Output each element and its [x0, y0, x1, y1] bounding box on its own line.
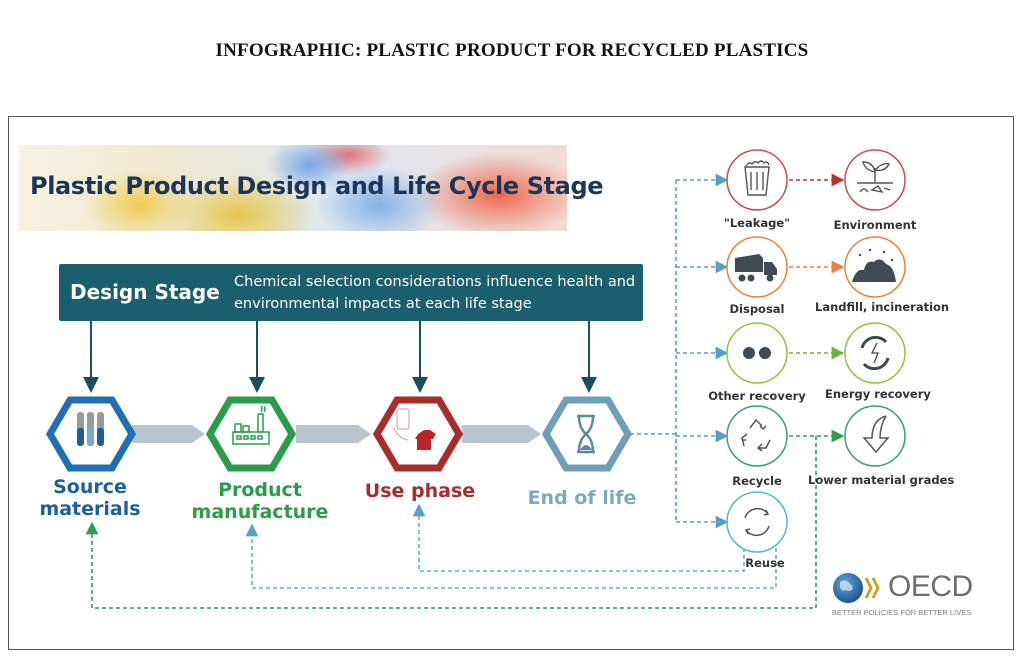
banner-image	[19, 145, 567, 231]
dump-truck-icon	[735, 254, 777, 282]
design-stage-box: Design Stage Chemical selection consider…	[59, 264, 643, 321]
stage-label-text: Source materials	[39, 476, 141, 520]
outcome-label: Recycle	[732, 474, 782, 488]
recycle-icon	[741, 418, 771, 452]
reuse-cycle-icon	[744, 507, 770, 537]
design-stage-arrows	[83, 321, 597, 393]
outcome-label: Environment	[833, 218, 917, 232]
recycle-feedback-arrow	[85, 436, 817, 609]
connector-arrow	[296, 425, 371, 443]
outcome-recycle	[726, 405, 788, 467]
oecd-tagline: BETTER POLICIES FOR BETTER LIVES	[832, 608, 972, 617]
outcome-label: Reuse	[745, 556, 785, 570]
stage-source-materials	[45, 396, 137, 472]
stage-label-text: Use phase	[364, 480, 476, 502]
design-stage-title: Design Stage	[70, 280, 220, 304]
dots-icon	[743, 347, 771, 359]
outcome-label: Energy recovery	[825, 387, 931, 401]
stage-label-text: End of life	[527, 487, 637, 509]
outcome-lower-material-grades	[844, 405, 906, 467]
test-tubes-icon	[77, 412, 104, 446]
connector-arrow	[462, 425, 541, 443]
outcome-label: Disposal	[729, 302, 785, 316]
factory-icon	[232, 405, 270, 445]
oecd-wordmark: OECD	[888, 570, 973, 603]
stage-connectors	[132, 425, 541, 443]
outcome-leakage	[726, 149, 788, 211]
document-title: INFOGRAPHIC: PLASTIC PRODUCT FOR RECYCLE…	[215, 40, 809, 61]
down-arrow-icon	[862, 415, 890, 454]
end-of-life-branches	[630, 173, 729, 529]
landfill-icon	[852, 248, 896, 282]
plant-icon	[857, 161, 893, 194]
phone-shirt-icon	[393, 408, 436, 450]
outcome-label: Landfill, incineration	[815, 300, 950, 314]
outcome-label: Lower material grades	[808, 473, 955, 487]
reuse-to-use-phase-arrow	[412, 503, 745, 572]
hourglass-icon	[577, 414, 595, 454]
outcome-landfill	[844, 236, 906, 298]
stage-label: Source materials	[30, 476, 150, 520]
stage-label: Product manufacture	[180, 479, 340, 523]
outcome-reuse	[726, 491, 788, 553]
stage-end-of-life	[541, 396, 633, 472]
stage-label-text: Product manufacture	[191, 479, 329, 523]
outcome-energy-recovery	[844, 322, 906, 384]
outcome-disposal	[726, 236, 788, 298]
stage-label: End of life	[512, 487, 652, 509]
trash-can-icon	[744, 160, 770, 196]
outcome-label: Other recovery	[708, 389, 806, 403]
stage-use-phase	[372, 396, 464, 472]
outcome-other-recovery	[726, 322, 788, 384]
outcome-label: "Leakage"	[723, 216, 791, 230]
energy-cycle-icon	[860, 335, 890, 371]
outcome-environment	[844, 149, 906, 211]
banner-title: Plastic Product Design and Life Cycle St…	[30, 172, 604, 200]
stage-product-manufacture	[205, 396, 297, 472]
reuse-to-manufacture-arrow	[245, 523, 777, 589]
design-stage-description: Chemical selection considerations influe…	[234, 274, 636, 312]
stage-label: Use phase	[350, 480, 490, 502]
connector-arrow	[132, 425, 205, 443]
globe-icon	[833, 573, 880, 603]
